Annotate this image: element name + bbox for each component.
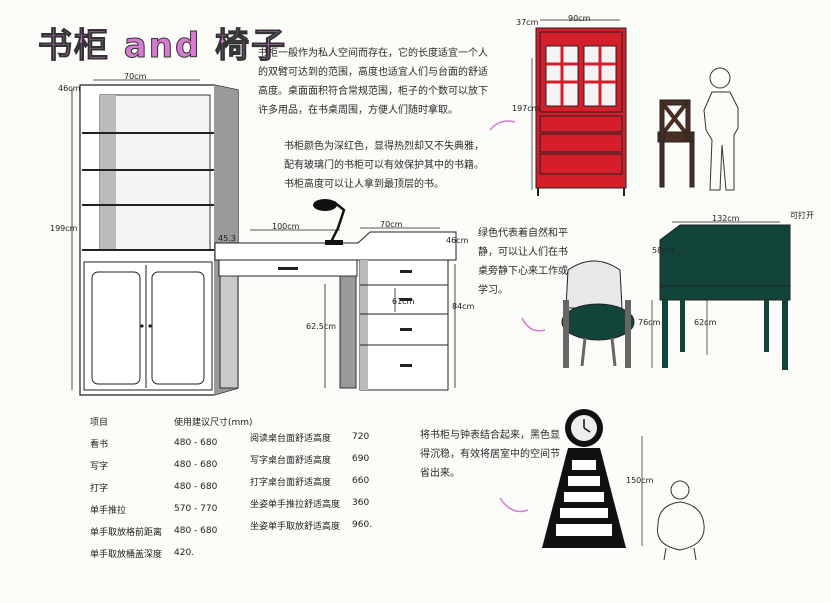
dim-green-depth: 58cm: [652, 246, 675, 255]
spec-size: 480 - 680: [174, 526, 218, 536]
spec-table-right: 阅读桌台面舒适高度 720 写字桌台面舒适高度 690 打字桌台面舒适高度 660 坐…: [244, 426, 378, 536]
table-row: 单手推拉 570 - 770: [84, 498, 259, 520]
description-clock-shelf: 将书柜与钟表结合起来，黑色显得沉稳，有效将居室中的空间节省出来。: [420, 430, 560, 479]
page-title: 书柜 and 椅子: [37, 26, 288, 67]
dim-shelf-depth: 46cm: [58, 84, 81, 93]
dim-red-height: 197cm: [512, 104, 540, 113]
spec-size: 690: [352, 454, 370, 464]
person-outline-drawing: [703, 67, 739, 191]
table-row: 写字 480 - 680: [84, 454, 259, 476]
spec-size: 420.: [174, 548, 195, 558]
description-red-cabinet: 书柜颜色为深红色，显得热烈却又不失典雅，配有玻璃门的书柜可以有效保护其中的书籍。…: [284, 141, 484, 190]
pink-arrows: [489, 120, 546, 513]
spec-header-item: 项目: [90, 417, 109, 428]
dim-desk-height: 62.5cm: [306, 322, 337, 331]
dim-green-height: 76cm: [638, 318, 661, 327]
table-row: 项目 使用建议尺寸(mm): [84, 410, 259, 432]
spec-size: 480 - 680: [174, 460, 218, 470]
dim-drawer-inner: 61cm: [392, 297, 415, 306]
table-row: 单手取放桶盖深度 420.: [84, 542, 259, 564]
dim-red-depth: 37cm: [516, 18, 539, 27]
desk-drawing: [214, 199, 457, 391]
spec-size: 360: [352, 498, 370, 508]
dim-red-width: 90cm: [568, 14, 591, 23]
spec-item: 写字: [90, 461, 109, 472]
dim-green-note: 可打开: [790, 211, 814, 220]
table-row: 坐姿单手推拉舒适高度 360: [244, 492, 378, 514]
dimension-lines: [71, 79, 456, 390]
spec-item: 阅读桌台面舒适高度: [250, 433, 332, 444]
green-desk-drawing: [659, 224, 791, 370]
table-row: 打字桌台面舒适高度 660: [244, 470, 378, 492]
red-cabinet-drawing: [535, 27, 627, 196]
dim-drawer-depth: 46cm: [446, 236, 469, 245]
spec-item: 坐姿单手推拉舒适高度: [250, 499, 341, 510]
spec-size: 660: [352, 476, 370, 486]
dim-drawer-height: 84cm: [452, 302, 475, 311]
spec-item: 打字: [90, 483, 109, 494]
table-row: 看书 480 - 680: [84, 432, 259, 454]
table-row: 写字桌台面舒适高度 690: [244, 448, 378, 470]
dim-shelf-width: 70cm: [124, 72, 147, 81]
spec-size: 570 - 770: [174, 504, 218, 514]
green-chair-drawing: [561, 260, 635, 368]
dim-side-depth: 45.3: [218, 234, 236, 243]
table-row: 坐姿单手取放舒适高度 960.: [244, 514, 378, 536]
table-row: 打字 480 - 680: [84, 476, 259, 498]
spec-item: 单手取放格前距离: [90, 527, 163, 538]
dim-shelf-height: 199cm: [50, 224, 78, 233]
spec-item: 单手取放桶盖深度: [90, 549, 163, 560]
dim-clock-height: 150cm: [626, 476, 654, 485]
spec-size: 720: [352, 432, 370, 442]
dim-green-leg: 62cm: [694, 318, 717, 327]
wooden-chair-drawing: [657, 99, 695, 188]
spec-item: 单手推拉: [90, 505, 127, 516]
spec-item: 看书: [90, 439, 109, 450]
description-bookshelf: 书柜一般作为私人空间而存在，它的长度适宜一个人的双臂可达到的范围，高度也适宜人们…: [258, 48, 488, 116]
description-green-set: 绿色代表着自然和平静，可以让人们在书桌旁静下心来工作或学习。: [478, 228, 568, 296]
spec-table-left: 项目 使用建议尺寸(mm) 看书 480 - 680 写字 480 - 680 打字…: [84, 410, 259, 564]
clock-shelf-drawing: [542, 409, 626, 548]
seated-person-drawing: [656, 480, 705, 561]
spec-size: 960.: [352, 520, 373, 530]
bookshelf-drawing: [79, 84, 239, 396]
spec-item: 写字桌台面舒适高度: [250, 455, 332, 466]
spec-item: 打字桌台面舒适高度: [250, 477, 332, 488]
spec-size: 480 - 680: [174, 482, 218, 492]
dim-desk-width: 100cm: [272, 222, 300, 231]
spec-size: 480 - 680: [174, 438, 218, 448]
table-row: 阅读桌台面舒适高度 720: [244, 426, 378, 448]
spec-header-size: 使用建议尺寸(mm): [174, 417, 253, 428]
dim-green-width: 132cm: [712, 214, 740, 223]
spec-item: 坐姿单手取放舒适高度: [250, 521, 341, 532]
table-row: 单手取放格前距离 480 - 680: [84, 520, 259, 542]
dim-drawer-width: 70cm: [380, 220, 403, 229]
